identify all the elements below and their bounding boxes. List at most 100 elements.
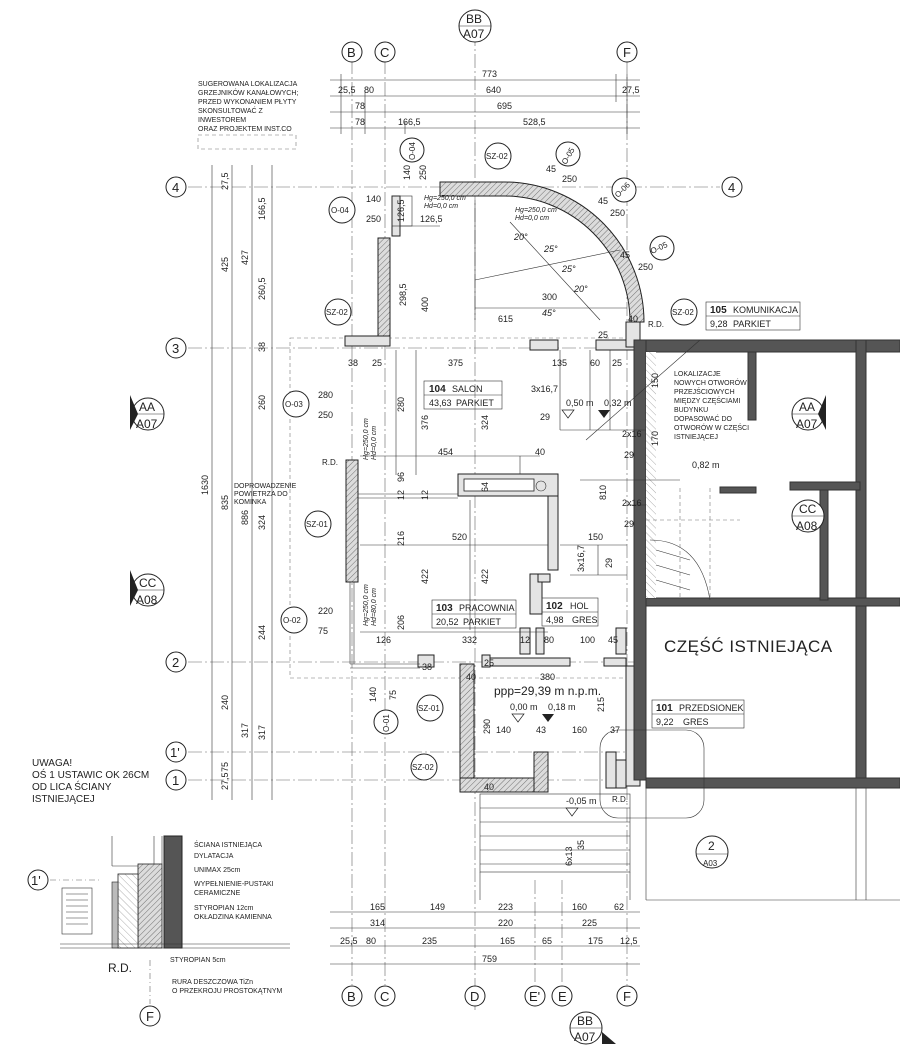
dim-detail: 250: [418, 165, 428, 180]
note-radiators: ORAZ PROJEKTEM INST.CO: [198, 126, 292, 133]
dim-inner: 324: [480, 415, 490, 430]
detail-label: O PRZEKROJU PROSTOKĄTNYM: [172, 988, 282, 995]
dim-inner: 280: [318, 390, 333, 400]
dim-inner: 126: [376, 635, 391, 645]
sill-hg: Hg=250,0 cm: [515, 207, 557, 214]
dim-left: 427: [240, 250, 250, 265]
wall-detail: ŚCIANA ISTNIEJĄCA DYLATACJA UNIMAX 25cm …: [50, 835, 290, 1004]
dim-top: 78: [355, 117, 365, 127]
dim-inner: 96: [396, 472, 406, 482]
dim-left: 886: [240, 510, 250, 525]
arc-dim: 45: [620, 250, 630, 260]
room-105-name: KOMUNIKACJA: [733, 305, 798, 315]
room-102-floor: GRES: [572, 615, 598, 625]
note-radiators: PRZED WYKONANIEM PŁYTY: [198, 99, 297, 106]
detail-label: UNIMAX 25cm: [194, 867, 240, 874]
room-104-name: SALON: [452, 384, 483, 394]
note-openings: DOPASOWAĆ DO: [674, 414, 733, 423]
walls-new: [344, 181, 645, 793]
section-code: AA: [139, 400, 155, 414]
room-105-number: 105: [710, 305, 727, 316]
arc-dim: 45: [546, 164, 556, 174]
stair-label: 3x16,7: [576, 545, 586, 572]
room-101-floor: GRES: [683, 717, 709, 727]
dim-left: 260,5: [257, 277, 267, 300]
tag-o02: O-02: [283, 616, 301, 625]
dim-left: 166,5: [257, 197, 267, 220]
dim-inner: 422: [420, 569, 430, 584]
rd-label: R.D.: [612, 795, 628, 804]
detail-label: OKŁADZINA KAMIENNA: [194, 914, 272, 921]
dim-top: 78: [355, 101, 365, 111]
dim-inner: 29: [624, 450, 634, 460]
dim-left-total: 1630: [200, 475, 210, 495]
section-sheet: A07: [136, 417, 158, 431]
dim-inner: 140: [496, 725, 511, 735]
dim-bottom: 235: [422, 936, 437, 946]
detail-label: STYROPIAN 12cm: [194, 905, 254, 912]
dim-inner: 75: [388, 690, 398, 700]
note-openings: NOWYCH OTWORÓW: [674, 378, 747, 387]
room-101-name: PRZEDSIONEK: [679, 703, 744, 713]
dim-inner: 520: [452, 532, 467, 542]
detail-label: WYPEŁNIENIE-PUSTAKI: [194, 881, 274, 888]
axis-label-bottom: E': [529, 989, 540, 1004]
top-dimensions: 773 25,5 80 640 27,5 78 695 78 166,5 528…: [330, 69, 640, 134]
dim-left: 835: [220, 495, 230, 510]
axis-label-bottom: C: [380, 989, 389, 1004]
room-103-name: PRACOWNIA: [459, 603, 515, 613]
dim-inner: 75: [318, 626, 328, 636]
tag-o01: O-01: [382, 714, 391, 732]
tag-o04: O-04: [408, 142, 417, 160]
room-105-area: 9,28: [710, 319, 728, 329]
room-104-area: 43,63: [429, 398, 452, 408]
detail-label: ŚCIANA ISTNIEJĄCA: [194, 840, 262, 849]
dim-top: 25,5: [338, 85, 356, 95]
dim-inner: 29: [624, 519, 634, 529]
axis-label-detail: F: [146, 1009, 154, 1024]
dim-inner: 38: [422, 662, 432, 672]
dim-inner: 454: [438, 447, 453, 457]
axis-label-top: B: [347, 45, 356, 60]
axis-label-left: 3: [172, 341, 179, 356]
dim-inner: 126,5: [396, 199, 406, 222]
detail-label: STYROPIAN 5cm: [170, 957, 226, 964]
sill-notes: Hg=250,0 cm Hd=0,0 cm Hg=250,0 cm Hd=0,0…: [363, 195, 557, 626]
dim-inner: 126,5: [420, 214, 443, 224]
dim-inner: 60: [590, 358, 600, 368]
dim-top: 640: [486, 85, 501, 95]
section-code: BB: [577, 1014, 593, 1028]
interior-lines: [360, 195, 705, 900]
note-uwaga: UWAGA!: [32, 758, 72, 769]
detail-number: 2: [708, 839, 715, 853]
sill-hg: Hg=250,0 cm: [363, 584, 370, 626]
dim-inner: 25: [612, 358, 622, 368]
axis-label-bottom: D: [470, 989, 479, 1004]
dim-left: 317: [257, 725, 267, 740]
rd-label: R.D.: [648, 320, 664, 329]
sill-hg: Hg=250,0 cm: [363, 418, 370, 460]
room-101-area: 9,22: [656, 717, 674, 727]
room-105-floor: PARKIET: [733, 319, 771, 329]
dim-bottom: 220: [498, 918, 513, 928]
dim-inner: 280: [396, 397, 406, 412]
existing-building: [633, 339, 900, 901]
dim-inner: 140: [368, 687, 378, 702]
dim-inner: 170: [650, 431, 660, 446]
tag-sz02: SZ-02: [326, 308, 348, 317]
sill-hd: Hd=0,0 cm: [424, 203, 458, 210]
dim-inner: 380: [540, 672, 555, 682]
ppp-level: ppp=29,39 m n.p.m.: [494, 684, 601, 698]
left-dimensions: 1630 425 835 240 75 27,5 27,5 427 886 31…: [200, 165, 273, 800]
dim-left: 75: [220, 762, 230, 772]
dim-inner: 810: [598, 485, 608, 500]
existing-part-label: CZĘŚĆ ISTNIEJĄCA: [664, 637, 833, 656]
section-sheet: A07: [796, 417, 818, 431]
axis-label-top: F: [623, 45, 631, 60]
dim-top: 695: [497, 101, 512, 111]
dim-inner: 298,5: [398, 283, 408, 306]
rd-label: R.D.: [322, 458, 338, 467]
angle-label: 45°: [542, 308, 556, 318]
dim-bottom: 12,5: [620, 936, 638, 946]
